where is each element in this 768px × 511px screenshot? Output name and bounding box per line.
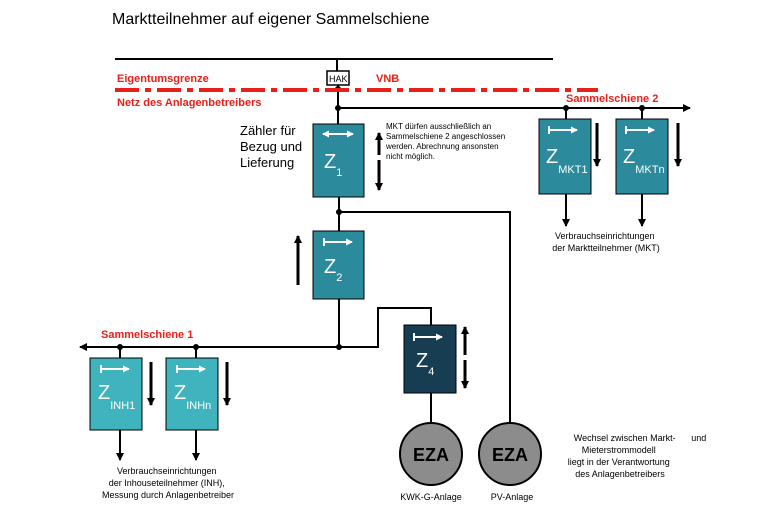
meter-mkt1 [538,118,592,195]
meter-z4-symbol: Z4 [416,350,434,378]
pv-plant-label: PV-Anlage [491,492,534,502]
meter-inhn-symbol: ZINHn [174,382,211,412]
meter-mktn [615,118,669,195]
inh-consumers-label: Verbrauchseinrichtungen der Inhouseteiln… [102,466,234,500]
kwk-plant-label: KWK-G-Anlage [400,492,462,502]
vnb-label: VNB [376,73,399,85]
hak-label: HAK [329,74,348,84]
meter-z1-symbol: Z1 [324,151,342,179]
meter-inh1-symbol: ZINH1 [98,382,135,412]
mkt-consumers-label: Verbrauchseinrichtungen der Marktteilneh… [552,231,660,253]
meter-z4 [403,324,457,394]
busbar-2-label: Sammelschiene 2 [566,93,658,105]
operator-network-label: Netz des Anlagenbetreibers [117,97,261,109]
pv-feed-line [339,211,511,424]
meter-z2-symbol: Z2 [324,256,342,284]
mkt-note: MKT dürfen ausschließlich an Sammelschie… [385,122,507,161]
meter-mkt1-symbol: ZMKT1 [546,146,588,176]
eza-kwk-circle [399,422,463,486]
meter-z1-caption: Zähler für Bezug und Lieferung [240,123,306,170]
model-change-note: Wechsel zwischen Markt- und Mieterstromm… [568,433,709,479]
eza-pv-label: EZA [492,445,528,465]
z4-feed-line [339,307,432,348]
diagram-title: Marktteilnehmer auf eigener Sammelschien… [112,11,430,28]
eza-kwk-label: EZA [413,445,449,465]
meter-mktn-symbol: ZMKTn [623,146,665,176]
ownership-boundary-label: Eigentumsgrenze [117,73,209,85]
eza-pv-circle [478,422,542,486]
busbar-1-label: Sammelschiene 1 [101,329,193,341]
